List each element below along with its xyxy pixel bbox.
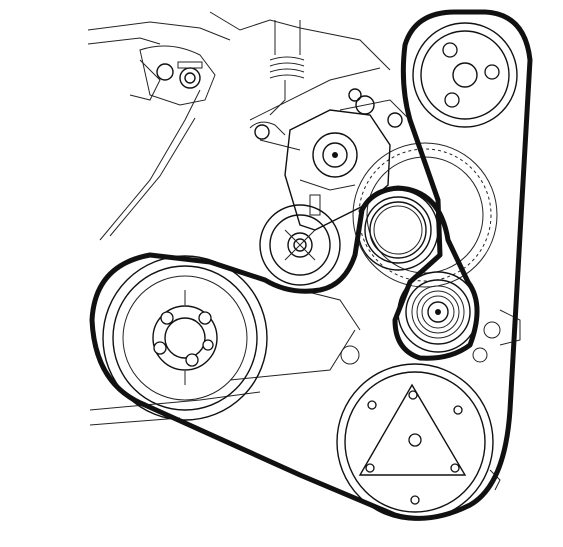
top-right-pulley	[412, 22, 518, 128]
drive-belt	[89, 9, 533, 521]
upper-bracket	[139, 45, 216, 106]
small-tensioner-pulley	[259, 204, 341, 286]
bottom-right-pulley	[336, 321, 501, 521]
crankshaft-pulley	[102, 255, 268, 421]
spring-damper	[269, 20, 305, 116]
